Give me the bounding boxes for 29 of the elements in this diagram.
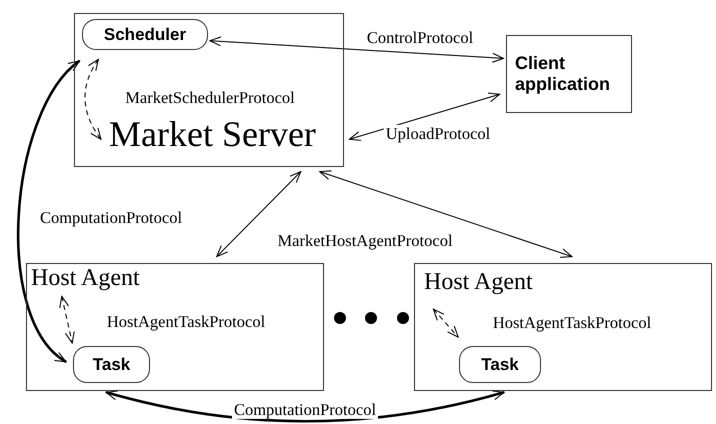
node-title: Task — [92, 354, 130, 374]
arrow — [209, 36, 504, 63]
node-title: Task — [481, 354, 519, 374]
arrow — [84, 58, 102, 140]
edge-label: HostAgentTaskProtocol — [104, 312, 268, 332]
application-box — [506, 35, 632, 113]
edge-label: ComputationProtocol — [232, 400, 378, 420]
module-box — [73, 346, 150, 383]
component-box — [74, 13, 344, 167]
arrow — [432, 308, 459, 338]
module-box — [82, 19, 208, 50]
edge-label: HostAgentTaskProtocol — [490, 314, 654, 332]
node-title: Market Server — [109, 114, 316, 156]
module-box — [459, 346, 541, 383]
arrow — [59, 296, 75, 344]
arrow — [348, 92, 500, 141]
edge-label: ComputationProtocol — [38, 208, 184, 228]
component-box — [414, 263, 712, 391]
edge-label: UploadProtocol — [384, 124, 492, 144]
arrow — [319, 170, 572, 258]
arrow — [106, 390, 505, 422]
node-title: Host Agent — [424, 269, 533, 297]
edge-label: MarketHostAgentProtocol — [275, 232, 455, 250]
arrow — [216, 171, 302, 258]
component-box — [26, 263, 324, 391]
node-title: Host Agent — [31, 265, 140, 293]
arrow — [17, 60, 80, 363]
node-title: Client application — [515, 53, 612, 95]
node-title: Scheduler — [104, 24, 186, 44]
